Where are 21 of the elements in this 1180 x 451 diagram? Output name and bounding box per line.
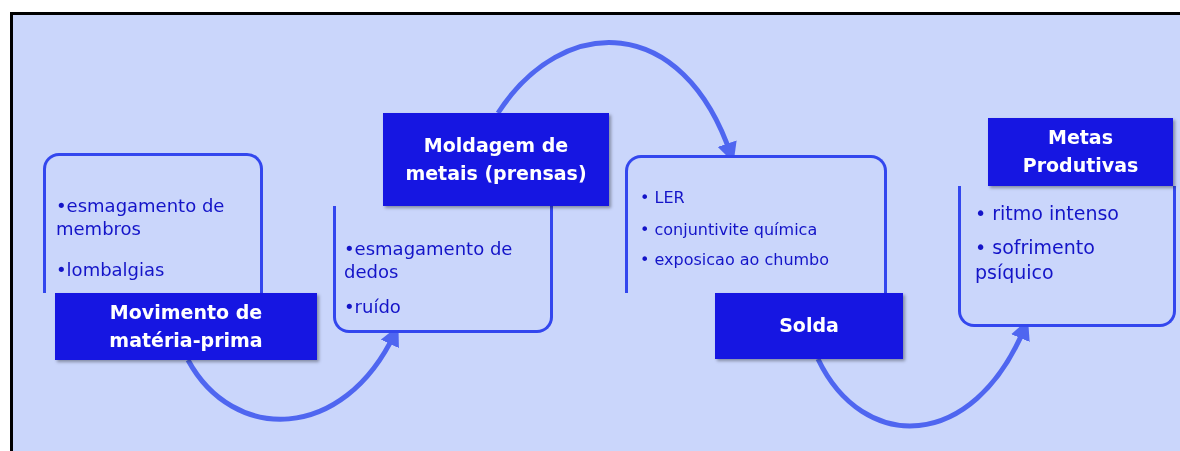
hazard-item: • ritmo intenso xyxy=(975,201,1120,226)
step-title: Moldagem de metais (prensas) xyxy=(404,132,588,186)
hazard-item: • exposicao ao chumbo xyxy=(640,250,831,271)
hazard-item: • LER xyxy=(640,188,686,209)
hazard-box xyxy=(333,206,553,333)
hazard-item: •lombalgias xyxy=(56,258,166,282)
step-title-box xyxy=(988,118,1173,186)
step-title-box xyxy=(55,293,317,360)
step-title-box xyxy=(715,293,903,359)
step-title: Solda xyxy=(779,313,839,339)
hazard-box xyxy=(958,186,1176,327)
hazard-box xyxy=(625,155,887,293)
hazard-item: •ruído xyxy=(344,295,402,319)
hazard-item: • conjuntivite química xyxy=(640,220,819,241)
hazard-item: •esmagamento de dedos xyxy=(344,237,514,284)
hazard-item: •esmagamento de membros xyxy=(56,194,226,241)
hazard-item: • sofrimento psíquico xyxy=(975,235,1096,285)
hazard-box xyxy=(43,153,263,293)
step-title: Metas Produtivas xyxy=(1021,125,1140,178)
step-title: Movimento de matéria-prima xyxy=(108,299,264,353)
step-title-box xyxy=(383,113,609,206)
